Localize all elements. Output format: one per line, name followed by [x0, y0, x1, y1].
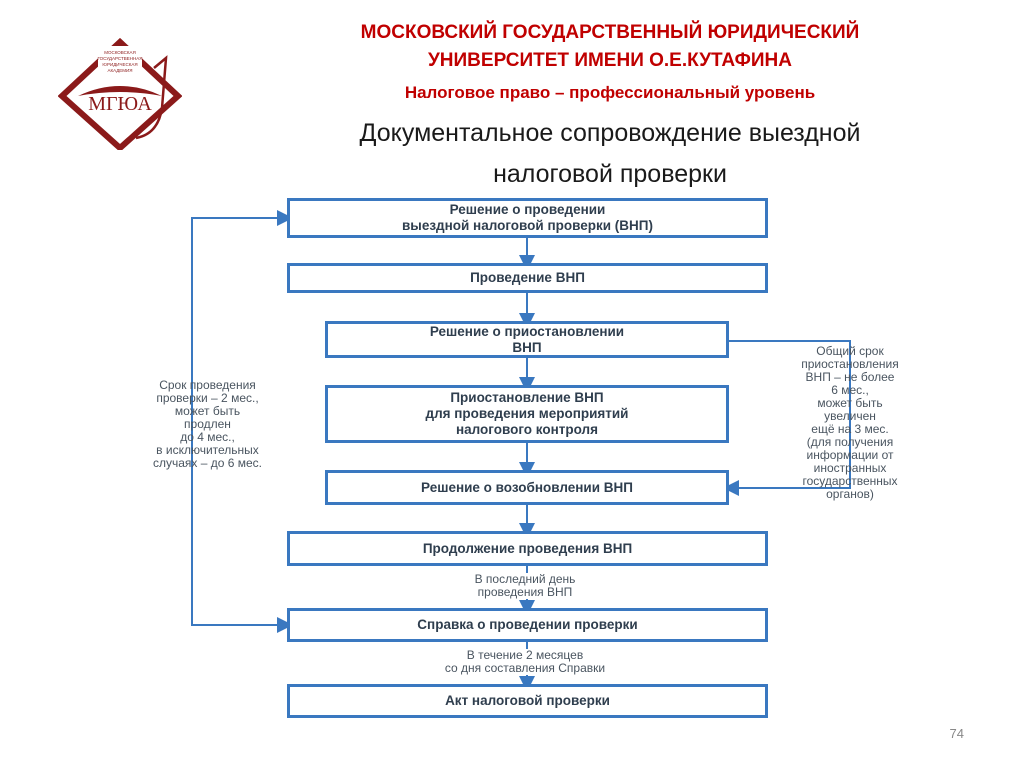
note-left-line: в исключительных — [156, 443, 259, 457]
note-mid2-line: В течение 2 месяцев — [466, 648, 584, 662]
note-left-line: до 4 мес., — [180, 430, 235, 444]
slide-title-line1: Документальное сопровождение выездной — [359, 119, 861, 147]
page-number: 74 — [949, 726, 964, 741]
box3-line1: Решение о приостановлении — [429, 323, 625, 339]
svg-text:ГОСУДАРСТВЕННАЯ: ГОСУДАРСТВЕННАЯ — [97, 56, 142, 61]
note-right-line: может быть — [817, 396, 883, 410]
box1-line2: выездной налоговой проверки (ВНП) — [401, 218, 653, 233]
note-right-line: Общий срок — [816, 344, 884, 358]
svg-text:МОСКОВСКАЯ: МОСКОВСКАЯ — [104, 50, 136, 55]
note-right-line: (для получения — [806, 435, 894, 449]
university-name-line1: МОСКОВСКИЙ ГОСУДАРСТВЕННЫЙ ЮРИДИЧЕСКИЙ — [360, 22, 860, 43]
note-mid1-line: В последний день — [474, 572, 576, 586]
note-mid2-line: со дня составления Справки — [444, 661, 606, 675]
flow-box-decision-resume: Решение о возобновлении ВНП — [325, 470, 729, 505]
box3-line2: ВНП — [512, 339, 542, 355]
course-subtitle: Налоговое право – профессиональный урове… — [404, 83, 816, 102]
university-name-line2: УНИВЕРСИТЕТ ИМЕНИ О.Е.КУТАФИНА — [427, 50, 792, 71]
box1-line1: Решение о проведении — [449, 202, 606, 217]
note-right-line: иностранных — [813, 461, 887, 475]
left-bracket — [191, 217, 287, 626]
flow-box-continuation: Продолжение проведения ВНП — [287, 531, 768, 566]
note-right-line: увеличен — [824, 409, 876, 423]
note-right-suspension-term: Общий срок приостановления ВНП – не боле… — [745, 345, 955, 501]
note-last-day: В последний день проведения ВНП — [400, 573, 650, 599]
note-two-months: В течение 2 месяцев со дня составления С… — [380, 649, 670, 675]
note-left-line: может быть — [174, 404, 241, 418]
note-right-line: ещё на 3 мес. — [811, 422, 889, 436]
box7-label: Справка о проведении проверки — [417, 617, 638, 632]
note-right-line: приостановления — [801, 357, 899, 371]
flow-box-conducting: Проведение ВНП — [287, 263, 768, 293]
box4-line2: для проведения мероприятий — [425, 406, 629, 421]
note-left-term: Срок проведения проверки – 2 мес., может… — [110, 379, 305, 470]
box4-line1: Приостановление ВНП — [450, 390, 604, 405]
flow-box-certificate: Справка о проведении проверки — [287, 608, 768, 642]
note-right-line: государственных — [802, 474, 898, 488]
note-mid1-line: проведения ВНП — [477, 585, 573, 599]
right-bracket — [729, 340, 851, 489]
note-right-line: 6 мес., — [831, 383, 869, 397]
svg-text:МГЮА: МГЮА — [88, 93, 152, 115]
box6-label: Продолжение проведения ВНП — [422, 540, 633, 556]
note-left-line: продлен — [184, 417, 231, 431]
note-right-line: органов) — [826, 487, 874, 501]
flow-box-act: Акт налоговой проверки — [287, 684, 768, 718]
svg-text:АКАДЕМИЯ: АКАДЕМИЯ — [107, 68, 132, 73]
note-right-line: ВНП – не более — [805, 370, 895, 384]
box4-line3: налогового контроля — [455, 422, 598, 437]
note-left-line: проверки – 2 мес., — [156, 391, 259, 405]
box2-label: Проведение ВНП — [470, 270, 585, 285]
note-left-line: Срок проведения — [159, 378, 256, 392]
box5-label: Решение о возобновлении ВНП — [421, 479, 633, 495]
university-logo: МОСКОВСКАЯ ГОСУДАРСТВЕННАЯ ЮРИДИЧЕСКАЯ А… — [58, 38, 182, 150]
box8-label: Акт налоговой проверки — [445, 693, 610, 708]
slide-title-line2: налоговой проверки — [493, 160, 727, 188]
svg-text:ЮРИДИЧЕСКАЯ: ЮРИДИЧЕСКАЯ — [102, 62, 137, 67]
note-right-line: информации от — [806, 448, 894, 462]
note-left-line: случаях – до 6 мес. — [152, 456, 263, 470]
